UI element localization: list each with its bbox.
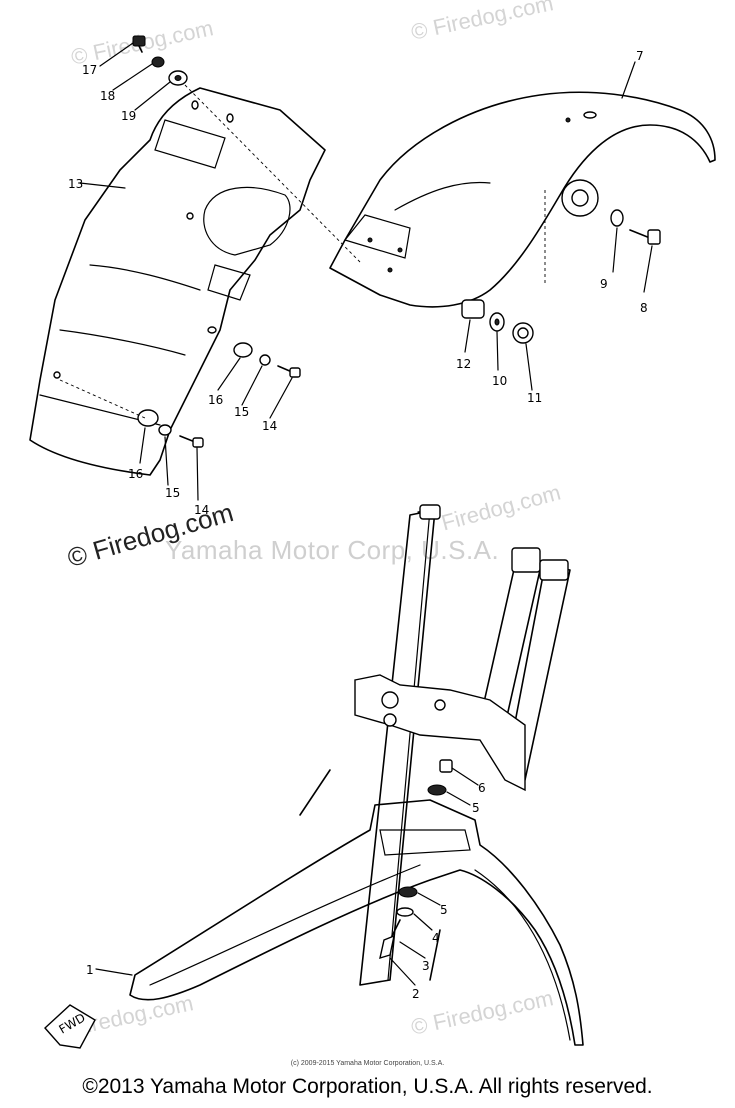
watermark-yamaha: Yamaha Motor Corp, U.S.A. [165,535,500,565]
callout-2: 2 [412,987,420,1001]
callout-1: 1 [86,963,94,977]
grommet-5 [427,784,447,796]
front-forks [299,504,571,986]
washer-18 [151,56,165,68]
washer-4 [396,907,414,917]
front-fender-1 [129,799,584,1046]
bolt-14 [277,365,301,378]
washer-10 [489,312,505,332]
washer-16 [137,409,159,427]
callout-14: 14 [194,503,209,517]
collar-12 [461,299,485,319]
rear-fender-13 [29,87,326,476]
grommet-5 [398,886,418,898]
callout-17: 17 [82,63,97,77]
callout-19: 19 [121,109,136,123]
washer-15 [259,354,271,366]
washer-16 [233,342,253,358]
callout-8: 8 [640,301,648,315]
callout-16: 16 [128,467,143,481]
callout-18: 18 [100,89,115,103]
fwd-arrow: FWD [44,1004,96,1049]
callout-7: 7 [636,49,644,63]
leader-lines [79,42,653,986]
callout-11: 11 [527,391,542,405]
callout-3: 3 [422,959,430,973]
callout-10: 10 [492,374,507,388]
grommet-11 [512,322,534,344]
diagram-credit: (c) 2009-2015 Yamaha Motor Corporation, … [290,1060,445,1067]
callout-15: 15 [165,486,180,500]
bolt-2 [379,919,401,960]
callout-14: 14 [262,419,277,433]
copyright-footer: ©2013 Yamaha Motor Corporation, U.S.A. A… [82,1075,653,1098]
washer-15 [158,424,172,436]
callout-5: 5 [472,801,480,815]
bolt-14 [179,435,204,448]
washer-19 [168,70,188,86]
callout-5: 5 [440,903,448,917]
rear-fender-7 [329,91,716,308]
washer-9 [610,209,624,227]
callout-16: 16 [208,393,223,407]
callout-12: 12 [456,357,471,371]
callout-15: 15 [234,405,249,419]
callout-6: 6 [478,781,486,795]
bolt-6 [439,759,453,773]
bolt-17 [132,35,146,53]
callout-4: 4 [432,931,440,945]
bolt-8 [629,229,661,245]
callout-13: 13 [68,177,83,191]
callout-9: 9 [600,277,608,291]
